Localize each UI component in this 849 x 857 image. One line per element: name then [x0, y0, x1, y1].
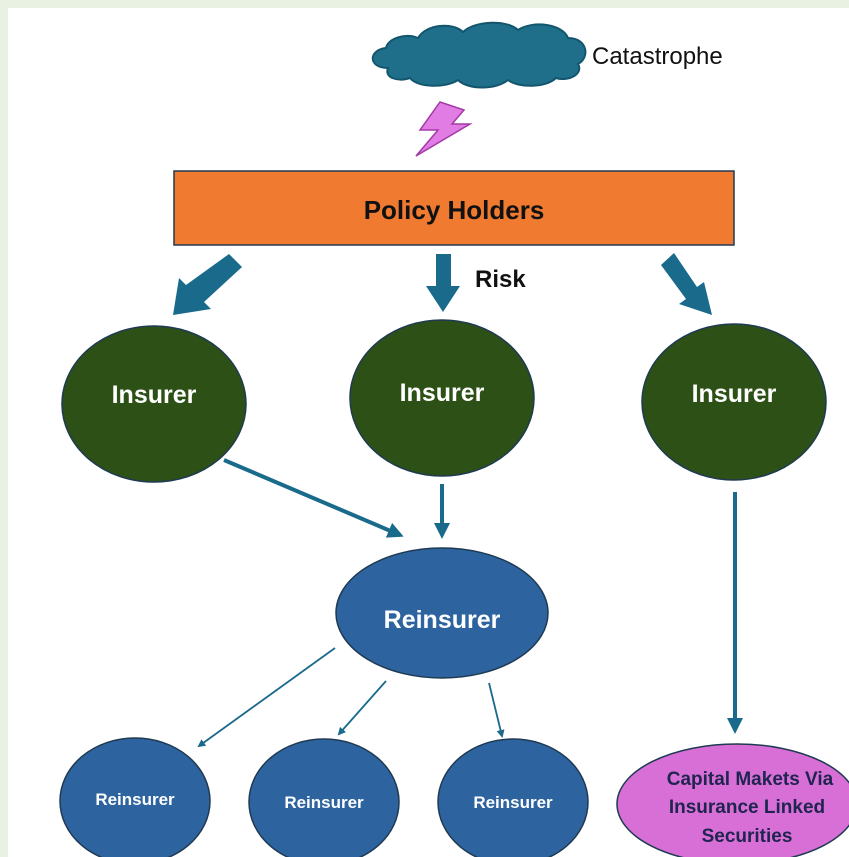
- insurer-label-3: Insurer: [692, 380, 777, 408]
- diagram-canvas: Catastrophe Policy Holders Risk Insurer …: [8, 8, 849, 857]
- arrow-reinsurer-to-retro-2: [337, 680, 387, 736]
- capital-markets-line-3: Securities: [702, 826, 793, 847]
- reinsurer-label-2: Reinsurer: [284, 793, 364, 812]
- policy-holders-label: Policy Holders: [364, 195, 545, 225]
- reinsurer-label-3: Reinsurer: [473, 793, 553, 812]
- insurer-node-1: [61, 325, 247, 483]
- capital-markets-line-1: Capital Makets Via: [667, 769, 834, 790]
- risk-arrow-left: [173, 254, 242, 315]
- insurer-label-2: Insurer: [400, 379, 485, 407]
- reinsurer-node-3: [437, 738, 589, 857]
- arrow-insurer1-to-reinsurer: [223, 458, 404, 538]
- arrow-reinsurer-to-retro-3: [488, 682, 505, 738]
- insurer-node-2: [349, 319, 535, 477]
- capital-markets-node: [616, 743, 849, 857]
- reinsurer-main-label: Reinsurer: [384, 606, 501, 634]
- capital-markets-line-2: Insurance Linked: [669, 797, 825, 818]
- reinsurer-main-node: [335, 547, 549, 679]
- risk-arrow-center: [426, 254, 460, 312]
- lightning-bolt-icon: [415, 101, 473, 157]
- policy-holders-box: [173, 170, 735, 246]
- insurer-node-3: [641, 323, 827, 481]
- arrow-reinsurer-to-retro-1: [197, 647, 336, 748]
- reinsurer-node-1: [59, 737, 211, 857]
- reinsurer-label-1: Reinsurer: [95, 790, 175, 809]
- risk-label: Risk: [475, 266, 526, 293]
- reinsurer-node-2: [248, 738, 400, 857]
- storm-cloud-icon: [371, 21, 587, 89]
- insurer-label-1: Insurer: [112, 381, 197, 409]
- catastrophe-label: Catastrophe: [592, 43, 723, 70]
- risk-arrow-right: [661, 253, 712, 315]
